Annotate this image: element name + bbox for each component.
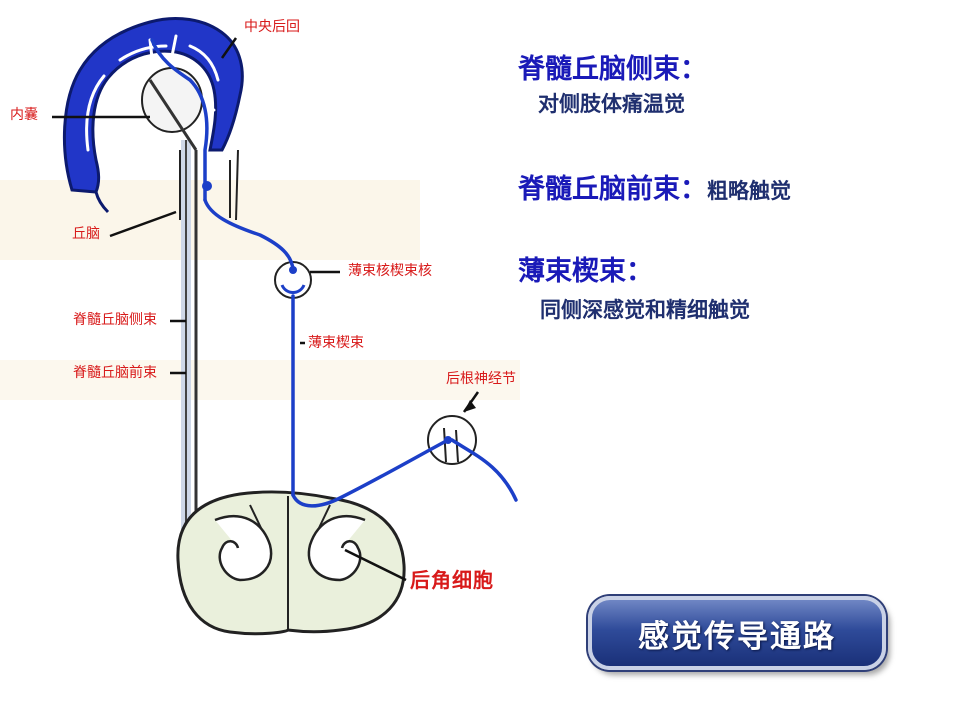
nucleus-synapse — [280, 284, 306, 294]
label-lateral-spinothalamic-tract: 脊髓丘脑侧束 — [73, 312, 157, 328]
ganglion-fibers — [443, 427, 459, 463]
label-posterior-horn-cell: 后角细胞 — [410, 568, 494, 592]
background-wash — [0, 180, 420, 260]
description-function: 对侧肢体痛温觉 — [538, 91, 685, 116]
sensory-pathway-title-button[interactable]: 感觉传导通路 — [588, 596, 886, 670]
description-dorsal-column: 薄束楔束： 同侧深感觉和精细触觉 — [518, 258, 750, 320]
dorsal-column-pathway — [150, 38, 518, 508]
description-lateral-tract: 脊髓丘脑侧束： 对侧肢体痛温觉 — [518, 56, 707, 114]
description-tract-name: 脊髓丘脑侧束： — [518, 54, 707, 85]
spinal-cord-section — [176, 490, 406, 636]
description-tract-name: 脊髓丘脑前束： — [518, 174, 707, 205]
thalamic-relay-cell — [202, 181, 212, 191]
description-function: 同侧深感觉和精细触觉 — [540, 297, 750, 322]
label-internal-capsule: 内囊 — [10, 107, 38, 123]
label-dorsal-root-ganglion: 后根神经节 — [446, 371, 516, 387]
thalamus-region — [141, 67, 203, 133]
leader-lines — [52, 37, 480, 582]
label-thalamus: 丘脑 — [72, 226, 100, 242]
label-gracile-cuneate-fasciculus: 薄束楔束 — [308, 335, 364, 351]
label-gracile-cuneate-nucleus: 薄束核楔束核 — [348, 263, 432, 279]
label-postcentral-gyrus: 中央后回 — [244, 19, 300, 35]
description-function: 粗略触觉 — [707, 178, 791, 203]
ganglion-arrowhead — [464, 400, 476, 412]
title-button-label: 感觉传导通路 — [638, 618, 836, 655]
description-anterior-tract: 脊髓丘脑前束：粗略触觉 — [518, 176, 791, 203]
label-anterior-spinothalamic-tract: 脊髓丘脑前束 — [73, 365, 157, 381]
description-tract-name: 薄束楔束： — [518, 256, 653, 287]
background-wash — [0, 360, 520, 400]
